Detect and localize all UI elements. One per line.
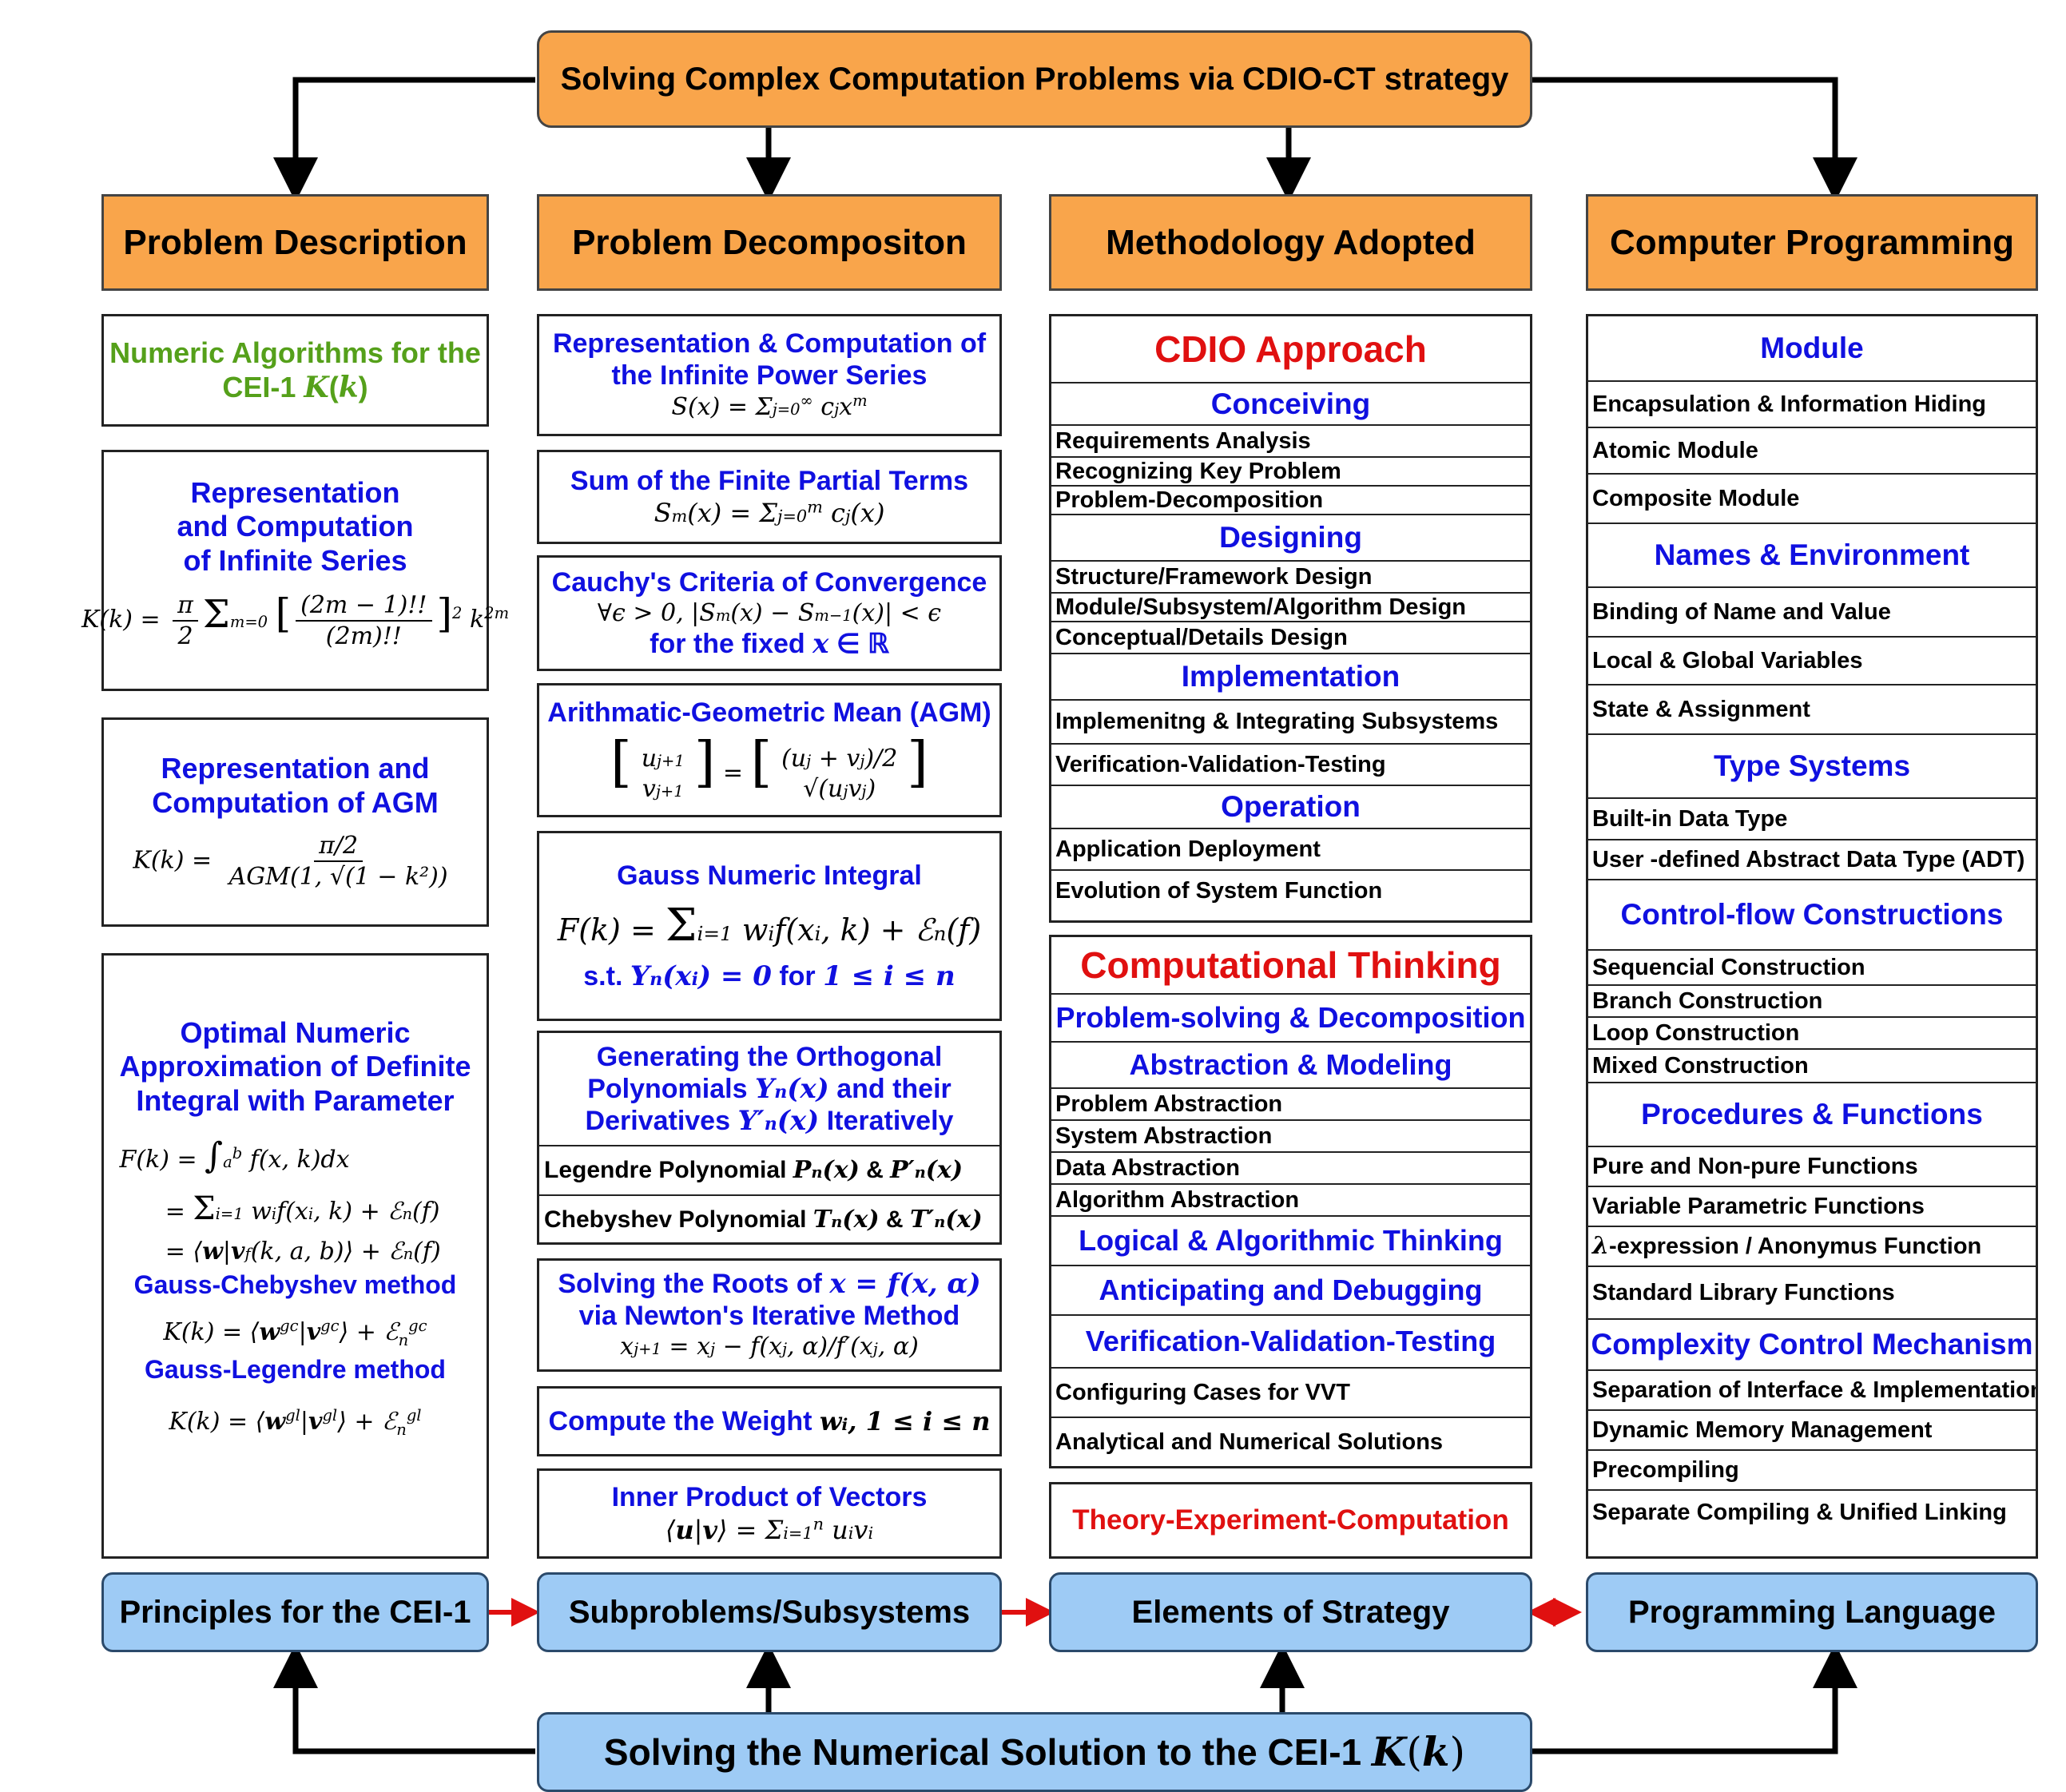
ad-header: Anticipating and Debugging (1051, 1266, 1530, 1316)
col4-list: Module Encapsulation & Information Hidin… (1586, 314, 2038, 1559)
footer-subproblems: Subproblems/Subsystems (537, 1572, 1002, 1652)
col2-box-gauss-integral: Gauss Numeric Integral F(k) = Σi=1 wif(x… (537, 831, 1002, 1021)
list-item: State & Assignment (1588, 685, 2036, 735)
list-item: Separate Compiling & Unified Linking (1592, 1499, 2007, 1525)
ct-title: Computational Thinking (1051, 937, 1530, 995)
list-item: Analytical and Numerical Solutions (1055, 1428, 1444, 1455)
types-header: Type Systems (1588, 735, 2036, 799)
list-item: Algorithm Abstraction (1051, 1185, 1530, 1217)
list-item: Evolution of System Function (1055, 877, 1383, 904)
list-item: Structure/Framework Design (1051, 562, 1530, 594)
list-item: Branch Construction (1588, 986, 2036, 1018)
list-item: Standard Library Functions (1588, 1267, 2036, 1320)
list-item: Verification-Validation-Testing (1051, 745, 1530, 786)
formula-gauss-legendre: K(k) = ⟨wgl|vgl⟩ + ℰngl (169, 1405, 422, 1439)
col2-box-orthogonal: Generating the Orthogonal Polynomials Yn… (537, 1031, 1002, 1245)
formula-gauss-chebyshev: K(k) = ⟨wgc|vgc⟩ + ℰngc (163, 1316, 427, 1349)
operation-header: Operation (1051, 786, 1530, 829)
col2-box-newton: Solving the Roots of x = f(x, α) via New… (537, 1258, 1002, 1372)
list-item: Conceptual/Details Design (1051, 622, 1530, 654)
list-item: Recognizing Key Problem (1051, 458, 1530, 487)
row-legendre: Legendre Polynomial Pn(x) & P′n(x) (539, 1146, 999, 1196)
header-problem-decomposition: Problem Decompositon (537, 194, 1002, 291)
list-item: Implemenitng & Integrating Subsystems (1051, 701, 1530, 745)
ps-header: Problem-solving & Decomposition (1051, 995, 1530, 1043)
list-item: Problem Abstraction (1051, 1089, 1530, 1121)
col2-box-weight: Compute the Weight wi, 1 ≤ i ≤ n (537, 1386, 1002, 1456)
col2-box-cauchy: Cauchy's Criteria of Convergence ∀ϵ > 0,… (537, 555, 1002, 671)
formula-definite-integral: F(k) = ∫ab f(x, k)dx = Σi=1 wif(xi, k) +… (119, 1135, 441, 1266)
control-header: Control-flow Constructions (1588, 880, 2036, 951)
arrow-bottom-to-col1 (273, 1643, 535, 1754)
bottom-title-box: Solving the Numerical Solution to the CE… (537, 1712, 1532, 1792)
designing-header: Designing (1051, 515, 1530, 562)
list-item: Data Abstraction (1051, 1153, 1530, 1185)
top-title-box: Solving Complex Computation Problems via… (537, 30, 1532, 128)
row-chebyshev: Chebyshev Polynomial Tn(x) & T′n(x) (544, 1206, 983, 1234)
col2-box-power-series: Representation & Computation of the Infi… (537, 314, 1002, 436)
list-item: Sequencial Construction (1588, 951, 2036, 986)
list-item: Binding of Name and Value (1588, 588, 2036, 638)
list-item: Local & Global Variables (1588, 638, 2036, 685)
list-item: Mixed Construction (1588, 1050, 2036, 1083)
col1-box-infinite-series: Representation and Computation of Infini… (81, 450, 509, 691)
list-item: Separation of Interface & Implementation (1588, 1371, 2036, 1411)
top-title: Solving Complex Computation Problems via… (560, 61, 1509, 97)
list-item: Dynamic Memory Management (1588, 1411, 2036, 1451)
col1-box-agm: Representation and Computation of AGM K(… (101, 717, 489, 927)
complex-header: Complexity Control Mechanism (1588, 1320, 2036, 1371)
list-item: Atomic Module (1588, 428, 2036, 475)
list-item: Module/Subsystem/Algorithm Design (1051, 594, 1530, 622)
col1-box-optimal-numeric: Optimal Numeric Approximation of Definit… (101, 953, 489, 1559)
list-item: Precompiling (1588, 1451, 2036, 1491)
footer-programming-language: Programming Language (1586, 1572, 2038, 1652)
header-methodology-adopted: Methodology Adopted (1049, 194, 1532, 291)
am-header: Abstraction & Modeling (1051, 1043, 1530, 1089)
list-item: Requirements Analysis (1051, 426, 1530, 458)
module-header: Module (1588, 316, 2036, 382)
list-item: User -defined Abstract Data Type (ADT) (1588, 840, 2036, 880)
list-item: Loop Construction (1588, 1018, 2036, 1050)
procs-header: Procedures & Functions (1588, 1083, 2036, 1147)
col2-box-partial-terms: Sum of the Finite Partial Terms Sm(x) = … (537, 450, 1002, 544)
vvt-header: Verification-Validation-Testing (1051, 1316, 1530, 1369)
col2-box-inner-product: Inner Product of Vectors ⟨u|v⟩ = Σi=1n u… (537, 1468, 1002, 1559)
implementation-header: Implementation (1051, 654, 1530, 701)
arrow-top-to-col1 (273, 77, 535, 202)
header-computer-programming: Computer Programming (1586, 194, 2038, 291)
footer-principles: Principles for the CEI-1 (101, 1572, 489, 1652)
conceiving-header: Conceiving (1051, 383, 1530, 426)
list-item: Variable Parametric Functions (1588, 1187, 2036, 1227)
list-item: Pure and Non-pure Functions (1588, 1147, 2036, 1187)
arrow-bottom-to-col4 (1531, 1643, 1857, 1754)
col3-cdio-list: CDIO Approach Conceiving Requirements An… (1049, 314, 1532, 923)
col1-box-numeric-algorithms: Numeric Algorithms for the CEI-1 K(k) (101, 314, 489, 427)
list-item: Built-in Data Type (1588, 799, 2036, 840)
list-item: Configuring Cases for VVT (1051, 1369, 1530, 1418)
arrow-top-to-col4 (1531, 77, 1857, 202)
list-item: Encapsulation & Information Hiding (1588, 382, 2036, 428)
list-item: Composite Module (1588, 475, 2036, 524)
list-item: Application Deployment (1051, 829, 1530, 871)
list-item: λ-expression / Anonymus Function (1588, 1227, 2036, 1267)
list-item: Problem-Decomposition (1051, 487, 1530, 515)
header-problem-description: Problem Description (101, 194, 489, 291)
names-header: Names & Environment (1588, 524, 2036, 588)
list-item: System Abstraction (1051, 1121, 1530, 1153)
footer-elements: Elements of Strategy (1049, 1572, 1532, 1652)
col3-ct-list: Computational Thinking Problem-solving &… (1049, 935, 1532, 1468)
lat-header: Logical & Algorithmic Thinking (1051, 1217, 1530, 1266)
col3-box-tec: Theory-Experiment-Computation (1049, 1482, 1532, 1559)
cdio-title: CDIO Approach (1051, 316, 1530, 383)
